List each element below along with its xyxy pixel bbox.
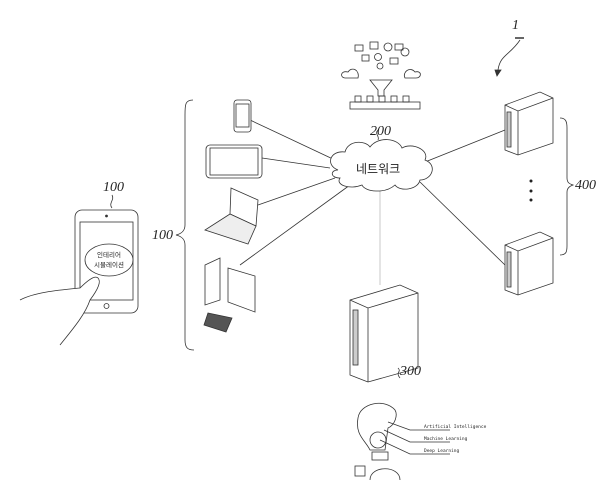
- link-network-server400a: [425, 130, 505, 162]
- bubble-line-2: 시뮬레이션: [88, 260, 130, 270]
- bubble-line-1: 인테리어: [88, 250, 130, 260]
- link-phone-network: [250, 120, 335, 160]
- leader-1: [498, 40, 520, 70]
- ref-main-server: 300: [400, 364, 421, 380]
- brace-400: [560, 118, 573, 255]
- desktop-tower-icon: [205, 258, 220, 305]
- ai-label-deep-learning: Deep Learning: [424, 449, 459, 454]
- ai-label-machine-learning: Machine Learning: [424, 437, 467, 442]
- server-400-top-icon: [505, 92, 553, 155]
- link-network-server400b: [420, 182, 505, 265]
- monitor-icon: [228, 268, 255, 312]
- server-400-bottom-icon: [505, 232, 553, 295]
- link-desktop-network: [240, 185, 350, 265]
- ai-label-artificial-intelligence: Artificial Intelligence: [424, 425, 486, 430]
- big-data-funnel-icon: [342, 42, 421, 109]
- ref-user-device: 100: [103, 180, 124, 196]
- keyboard-icon: [204, 313, 232, 332]
- ref-network: 200: [370, 124, 391, 140]
- link-laptop-network: [258, 178, 335, 205]
- link-tablet-network: [262, 158, 330, 168]
- tablet-icon: [206, 145, 262, 178]
- network-label: 네트워크: [356, 160, 400, 177]
- ref-system: 1: [512, 18, 519, 34]
- brace-100: [176, 100, 194, 350]
- ellipsis-dots: [530, 180, 533, 202]
- speech-bubble-text: 인테리어 시뮬레이션: [88, 250, 130, 270]
- ref-server-group: 400: [575, 178, 596, 194]
- arrowhead-1: [495, 70, 501, 76]
- leader-100-user: [111, 195, 113, 208]
- ref-client-group: 100: [152, 228, 173, 244]
